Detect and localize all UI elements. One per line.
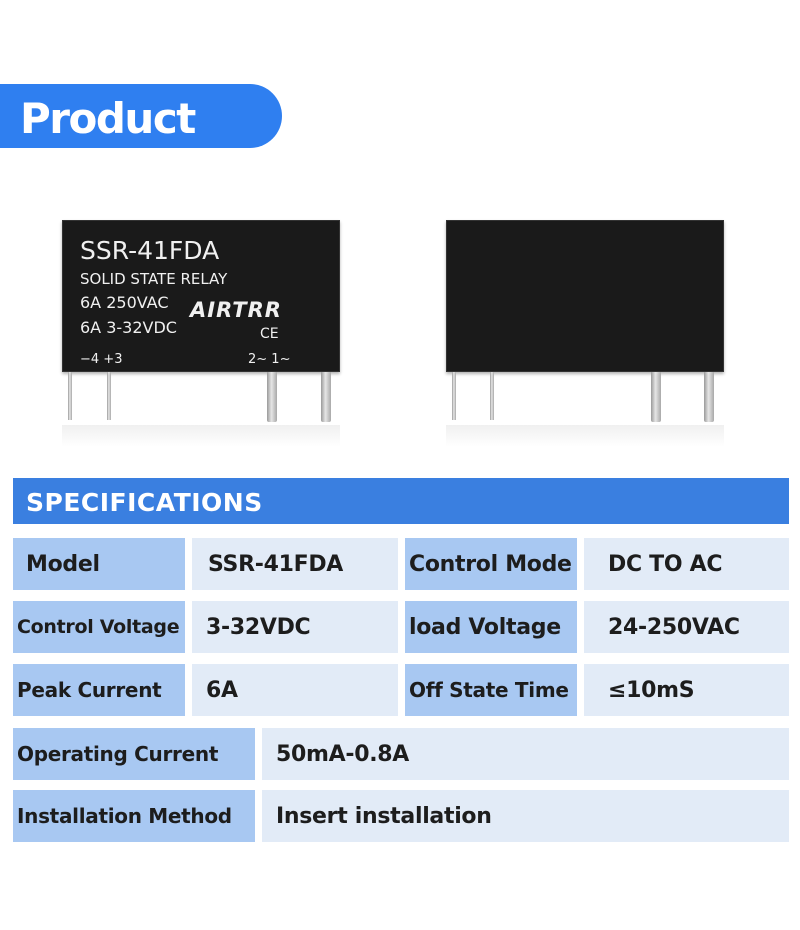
spec-key-label: Installation Method: [17, 804, 232, 828]
pin: [651, 372, 661, 422]
spec-key-model: Model: [13, 538, 185, 590]
relay-load-rating: 6A 250VAC: [80, 293, 169, 312]
spec-key-control-voltage: Control Voltage: [13, 601, 185, 653]
spec-key-label: load Voltage: [409, 614, 561, 640]
spec-value-label: 24-250VAC: [608, 614, 740, 640]
pin: [321, 372, 331, 422]
spec-value-model: SSR-41FDA: [192, 538, 398, 590]
pin: [107, 372, 111, 420]
pin: [490, 372, 494, 420]
spec-value-label: 6A: [206, 677, 238, 703]
relay-model-text: SSR-41FDA: [80, 236, 220, 265]
relay-front-image: SSR-41FDA SOLID STATE RELAY 6A 250VAC 6A…: [62, 220, 342, 447]
spec-value-label: 50mA-0.8A: [276, 741, 409, 767]
relay-back-image: [446, 220, 726, 447]
pin: [452, 372, 456, 420]
spec-key-installation-method: Installation Method: [13, 790, 255, 842]
relay-back-body: [446, 220, 724, 372]
spec-key-label: Model: [26, 551, 100, 577]
spec-key-off-state-time: Off State Time: [405, 664, 577, 716]
spec-value-off-state-time: ≤10mS: [584, 664, 789, 716]
banner-title: Product Size: [20, 94, 196, 192]
pin: [267, 372, 277, 422]
specifications-header: SPECIFICATIONS: [13, 478, 789, 524]
reflection: [62, 425, 340, 447]
spec-value-peak-current: 6A: [192, 664, 398, 716]
specifications-title: SPECIFICATIONS: [26, 488, 263, 517]
spec-key-control-mode: Control Mode: [405, 538, 577, 590]
spec-value-control-mode: DC TO AC: [584, 538, 789, 590]
pin: [704, 372, 714, 422]
reflection: [446, 425, 724, 447]
spec-key-peak-current: Peak Current: [13, 664, 185, 716]
spec-key-label: Control Voltage: [17, 616, 180, 638]
pin: [68, 372, 72, 420]
pin-label-right: 2~ 1~: [248, 352, 291, 367]
spec-value-label: Insert installation: [276, 803, 492, 829]
spec-key-label: Off State Time: [409, 678, 569, 702]
ce-mark: CE: [260, 326, 279, 342]
spec-value-label: ≤10mS: [608, 677, 695, 703]
spec-value-control-voltage: 3-32VDC: [192, 601, 398, 653]
spec-value-load-voltage: 24-250VAC: [584, 601, 789, 653]
spec-value-label: DC TO AC: [608, 551, 723, 577]
relay-control-rating: 6A 3-32VDC: [80, 318, 177, 337]
spec-value-operating-current: 50mA-0.8A: [262, 728, 789, 780]
relay-front-body: [62, 220, 340, 372]
spec-value-label: SSR-41FDA: [208, 551, 344, 577]
spec-value-label: 3-32VDC: [206, 614, 311, 640]
spec-key-label: Control Mode: [409, 551, 572, 577]
brand-logo: AIRTRR: [190, 298, 282, 322]
spec-key-label: Operating Current: [17, 742, 219, 766]
spec-key-label: Peak Current: [17, 678, 162, 702]
product-size-banner: Product Size: [0, 84, 282, 192]
spec-value-installation-method: Insert installation: [262, 790, 789, 842]
relay-type-text: SOLID STATE RELAY: [80, 270, 228, 288]
spec-key-operating-current: Operating Current: [13, 728, 255, 780]
pin-label-left: −4 +3: [80, 352, 123, 367]
spec-key-load-voltage: load Voltage: [405, 601, 577, 653]
